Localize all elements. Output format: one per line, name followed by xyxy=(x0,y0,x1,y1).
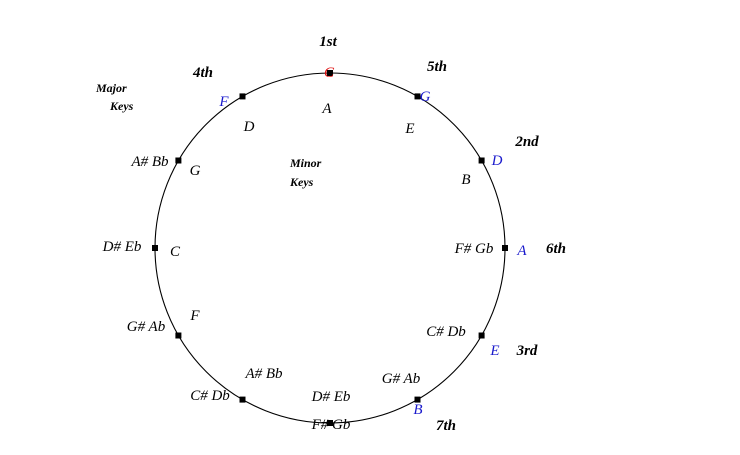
minor-key-label-9: C xyxy=(170,244,181,260)
minor-key-label-11: D xyxy=(243,119,255,135)
position-marker-3 xyxy=(502,245,508,251)
minor-key-label-5: G# Ab xyxy=(382,371,421,387)
position-marker-7 xyxy=(239,396,246,403)
minor-key-label-10: G xyxy=(190,163,201,179)
degree-label-4: 3rd xyxy=(516,343,538,359)
major-key-label-2: D xyxy=(491,153,503,169)
minor-key-label-4: C# Db xyxy=(426,324,466,340)
degree-label-3: 6th xyxy=(546,241,566,257)
degree-label-11: 4th xyxy=(192,65,213,81)
minor-key-label-6: D# Eb xyxy=(311,389,351,405)
legend-major-line1: Major xyxy=(95,81,127,95)
position-marker-2 xyxy=(478,157,485,164)
major-key-label-9: D# Eb xyxy=(102,239,142,255)
position-marker-10 xyxy=(175,157,182,164)
position-marker-5 xyxy=(414,396,421,403)
minor-key-label-7: A# Bb xyxy=(244,366,283,382)
legend-minor-line1: Minor xyxy=(289,156,322,170)
degree-label-2: 2nd xyxy=(514,134,539,150)
minor-key-label-3: F# Gb xyxy=(454,241,494,257)
major-key-label-8: G# Ab xyxy=(127,319,166,335)
position-marker-9 xyxy=(152,245,158,251)
circle-ring xyxy=(154,72,506,424)
degree-label-5: 7th xyxy=(436,418,456,434)
major-key-label-0: C xyxy=(324,65,335,81)
major-key-label-11: F xyxy=(218,94,229,110)
major-key-label-1: G xyxy=(420,89,431,105)
major-key-label-7: C# Db xyxy=(190,388,230,404)
legend-major-line2: Keys xyxy=(109,99,134,113)
position-marker-6 xyxy=(327,420,333,426)
minor-key-label-8: F xyxy=(189,308,200,324)
minor-key-label-2: B xyxy=(461,172,470,188)
legend-minor-line2: Keys xyxy=(289,175,314,189)
position-marker-11 xyxy=(239,93,246,100)
degree-label-0: 1st xyxy=(319,34,337,50)
major-key-label-5: B xyxy=(413,402,422,418)
position-marker-4 xyxy=(478,332,485,339)
position-marker-0 xyxy=(327,70,333,76)
position-marker-1 xyxy=(414,93,421,100)
major-key-label-4: E xyxy=(489,343,499,359)
major-key-label-6: F# Gb xyxy=(311,417,351,433)
minor-key-label-0: A xyxy=(321,101,332,117)
degree-label-1: 5th xyxy=(427,59,447,75)
major-key-label-10: A# Bb xyxy=(130,154,169,170)
major-key-label-3: A xyxy=(516,243,527,259)
position-marker-8 xyxy=(175,332,182,339)
minor-key-label-1: E xyxy=(404,121,414,137)
